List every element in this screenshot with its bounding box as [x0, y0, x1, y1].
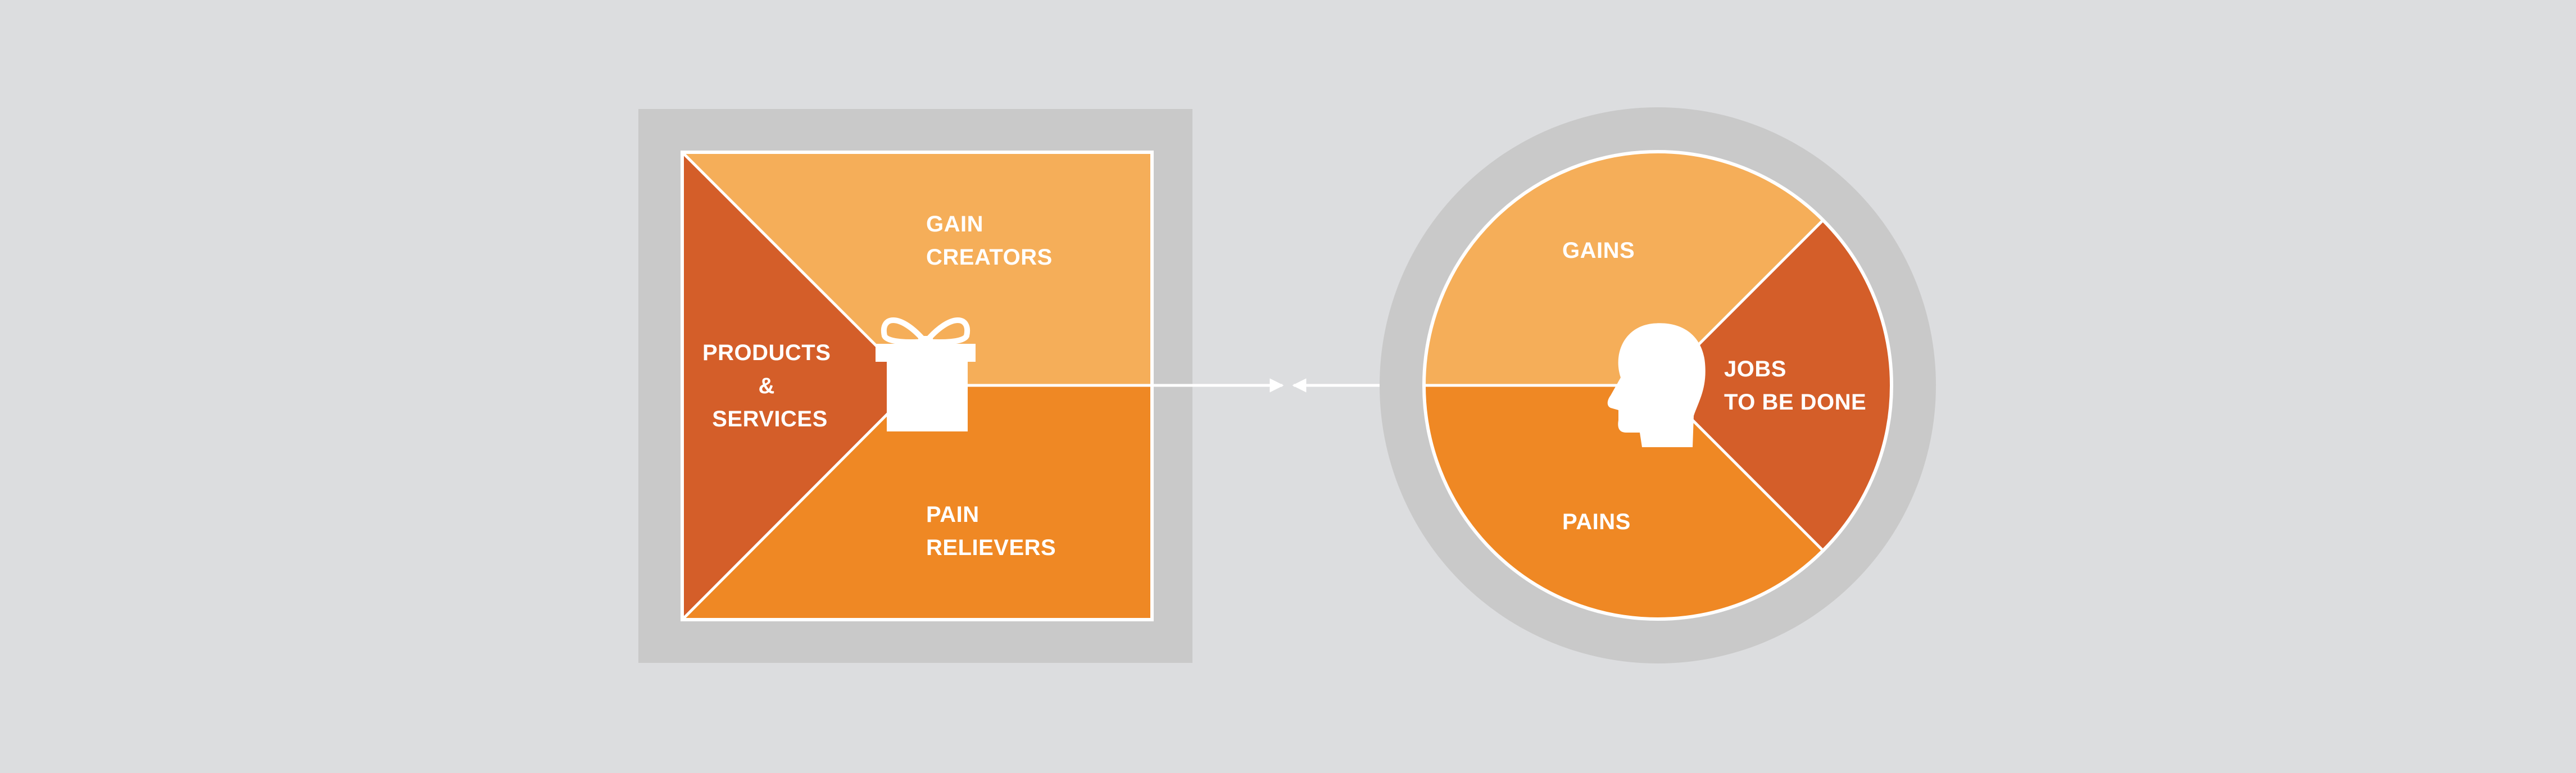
gain-creators-segment: [682, 152, 1152, 385]
value-map: PRODUCTS & SERVICES GAIN CREATORS PAIN R…: [638, 109, 1192, 663]
gift-icon: [876, 317, 976, 431]
gains-segment: [1424, 152, 1823, 385]
products-services-segment: [682, 152, 916, 620]
jobs-to-be-done-segment: [1658, 220, 1892, 551]
divider-pain-products: [681, 384, 917, 621]
gains-label: GAINS: [1562, 238, 1635, 263]
pains-label: PAINS: [1562, 510, 1631, 534]
pain-relievers-segment: [682, 385, 1152, 620]
products-services-label: PRODUCTS & SERVICES: [702, 340, 837, 431]
pain-relievers-label: PAIN RELIEVERS: [926, 502, 1056, 560]
pains-segment: [1424, 385, 1823, 619]
head-silhouette-icon: [1607, 323, 1706, 447]
gain-creators-label: GAIN CREATORS: [926, 212, 1053, 270]
customer-profile: GAINS JOBS TO BE DONE PAINS: [1380, 107, 1936, 663]
jobs-to-be-done-label: JOBS TO BE DONE: [1724, 357, 1866, 415]
